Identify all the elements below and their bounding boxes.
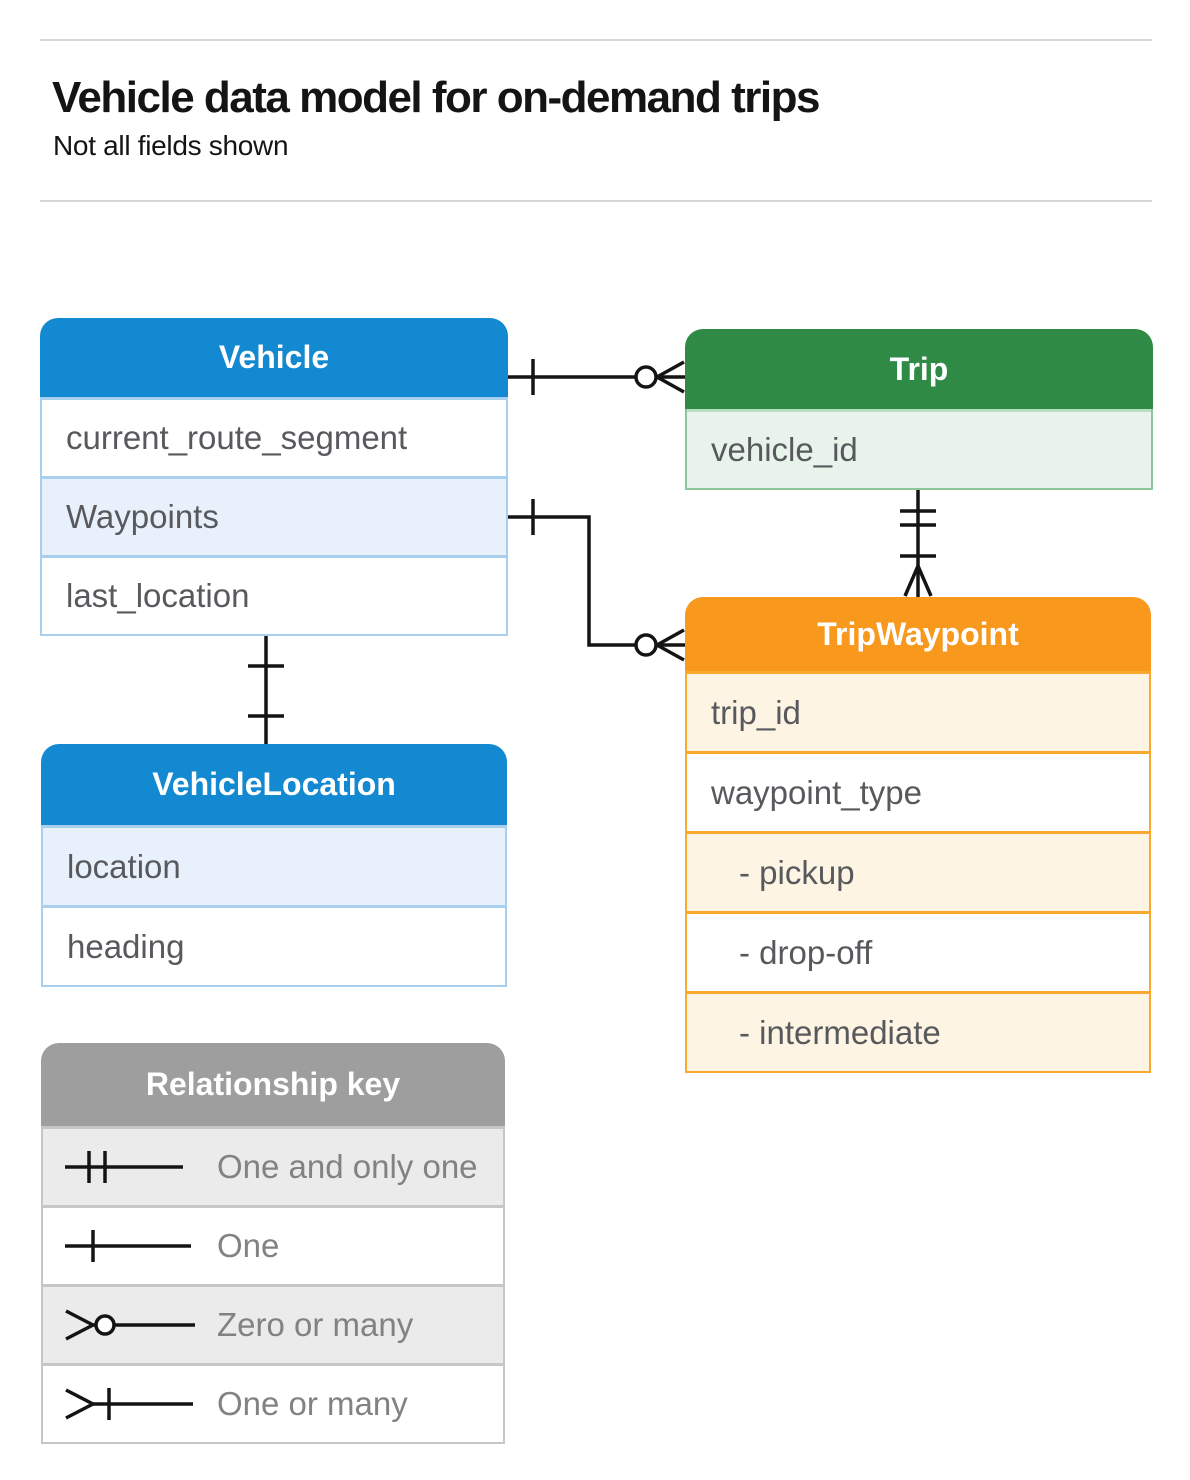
- connector-trip-tripwaypoint: [900, 490, 936, 597]
- key-item-one-or-many: One or many: [43, 1363, 503, 1442]
- relationship-key-items: One and only one One Zero or many: [41, 1126, 505, 1444]
- entity-vehiclelocation: VehicleLocation location heading: [41, 744, 507, 987]
- field-vehicle-id: vehicle_id: [687, 409, 1151, 488]
- connector-vehicle-trip: [508, 359, 685, 395]
- top-divider: [40, 39, 1152, 41]
- key-item-one-and-only-one: One and only one: [43, 1126, 503, 1205]
- field-last-location: last_location: [42, 555, 506, 634]
- zero-circle: [634, 633, 658, 657]
- page-subtitle: Not all fields shown: [53, 130, 289, 161]
- connector-vehicle-vehiclelocation: [248, 634, 284, 744]
- one-and-only-one-icon: [65, 1151, 183, 1183]
- one-and-only-one-ticks: [900, 509, 936, 527]
- field-heading: heading: [43, 905, 505, 985]
- crow-foot: [656, 360, 685, 394]
- entity-tripwaypoint-fields: trip_id waypoint_type - pickup - drop-of…: [685, 671, 1151, 1073]
- entity-vehicle-fields: current_route_segment Waypoints last_loc…: [40, 397, 508, 636]
- entity-vehicle: Vehicle current_route_segment Waypoints …: [40, 318, 508, 636]
- key-item-label: One or many: [217, 1385, 408, 1422]
- entity-vehiclelocation-fields: location heading: [41, 825, 507, 987]
- field-waypoint-type-drop-off: - drop-off: [687, 911, 1149, 991]
- zero-or-many-icon: [65, 1309, 195, 1341]
- field-trip-id: trip_id: [687, 671, 1149, 751]
- entity-trip: Trip vehicle_id: [685, 329, 1153, 490]
- page-title: Vehicle data model for on-demand trips: [52, 73, 820, 122]
- key-item-label: One: [217, 1227, 280, 1264]
- field-current-route-segment: current_route_segment: [42, 397, 506, 476]
- crow-foot: [656, 628, 685, 662]
- field-waypoint-type-intermediate: - intermediate: [687, 991, 1149, 1071]
- connector-waypoints-tripwaypoint: [508, 499, 685, 662]
- entity-vehiclelocation-header: VehicleLocation: [41, 744, 507, 825]
- entity-vehicle-header: Vehicle: [40, 318, 508, 397]
- key-item-zero-or-many: Zero or many: [43, 1284, 503, 1363]
- crow-foot: [903, 565, 933, 597]
- relationship-key: Relationship key One and only one One: [41, 1043, 505, 1444]
- header-divider: [40, 200, 1152, 202]
- entity-tripwaypoint-header: TripWaypoint: [685, 597, 1151, 671]
- field-waypoint-type: waypoint_type: [687, 751, 1149, 831]
- field-waypoints: Waypoints: [42, 476, 506, 555]
- relationship-key-header: Relationship key: [41, 1043, 505, 1126]
- entity-trip-fields: vehicle_id: [685, 409, 1153, 490]
- entity-trip-header: Trip: [685, 329, 1153, 409]
- key-item-one: One: [43, 1205, 503, 1284]
- one-or-many-icon: [65, 1388, 193, 1420]
- one-icon: [65, 1230, 191, 1262]
- field-location: location: [43, 825, 505, 905]
- key-item-label: One and only one: [217, 1148, 478, 1185]
- field-waypoint-type-pickup: - pickup: [687, 831, 1149, 911]
- entity-tripwaypoint: TripWaypoint trip_id waypoint_type - pic…: [685, 597, 1151, 1073]
- key-item-label: Zero or many: [217, 1306, 414, 1343]
- zero-circle: [634, 365, 658, 389]
